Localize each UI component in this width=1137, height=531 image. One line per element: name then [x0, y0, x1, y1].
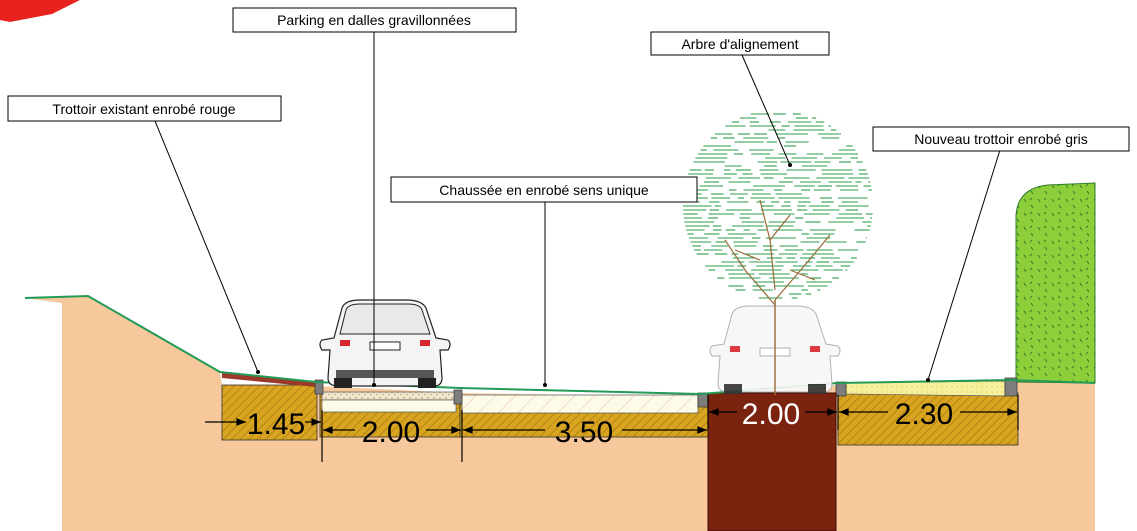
label-box-parking: [232, 7, 517, 33]
car-rear-icon: [319, 299, 451, 388]
kerb: [453, 389, 463, 405]
ground-line: [24, 294, 1096, 396]
label-box-tree: [650, 31, 830, 56]
layer-left-sidewalk: [221, 384, 318, 441]
kerb: [697, 392, 709, 408]
label-parking: Parking en dalles gravillonnées: [277, 12, 471, 28]
parking-base: [321, 399, 457, 413]
roadway-base: [461, 394, 699, 414]
label-tree: Arbre d'alignement: [681, 36, 798, 52]
label-box-existing-sidewalk: [7, 95, 282, 122]
label-box-new-sidewalk: [872, 126, 1130, 152]
leader-tree: [741, 54, 791, 166]
leader-new-sidewalk: [927, 149, 1001, 381]
leader-existing-sidewalk: [154, 120, 259, 373]
label-existing-sidewalk: Trottoir existant enrobé rouge: [52, 101, 235, 117]
parking-slab: [321, 391, 457, 401]
tree-icon: [680, 105, 873, 395]
dimension-lines: [205, 395, 1019, 462]
tree-pit: [707, 392, 837, 531]
dimension-1: 1.45: [247, 408, 305, 441]
label-box-roadway: [390, 176, 698, 203]
existing-sidewalk-surface: [222, 373, 316, 387]
label-roadway: Chaussée en enrobé sens unique: [439, 182, 649, 198]
dimension-3: 3.50: [555, 416, 613, 449]
kerb: [1004, 377, 1018, 397]
red-arrow-icon: [0, 0, 80, 22]
label-new-sidewalk: Nouveau trottoir enrobé gris: [914, 131, 1088, 147]
kerb: [314, 379, 324, 395]
dimension-5: 2.30: [895, 398, 953, 431]
dimension-2: 2.00: [362, 416, 420, 449]
hedge: [1015, 182, 1096, 384]
kerb: [835, 381, 847, 397]
dimension-4: 2.00: [742, 398, 800, 431]
